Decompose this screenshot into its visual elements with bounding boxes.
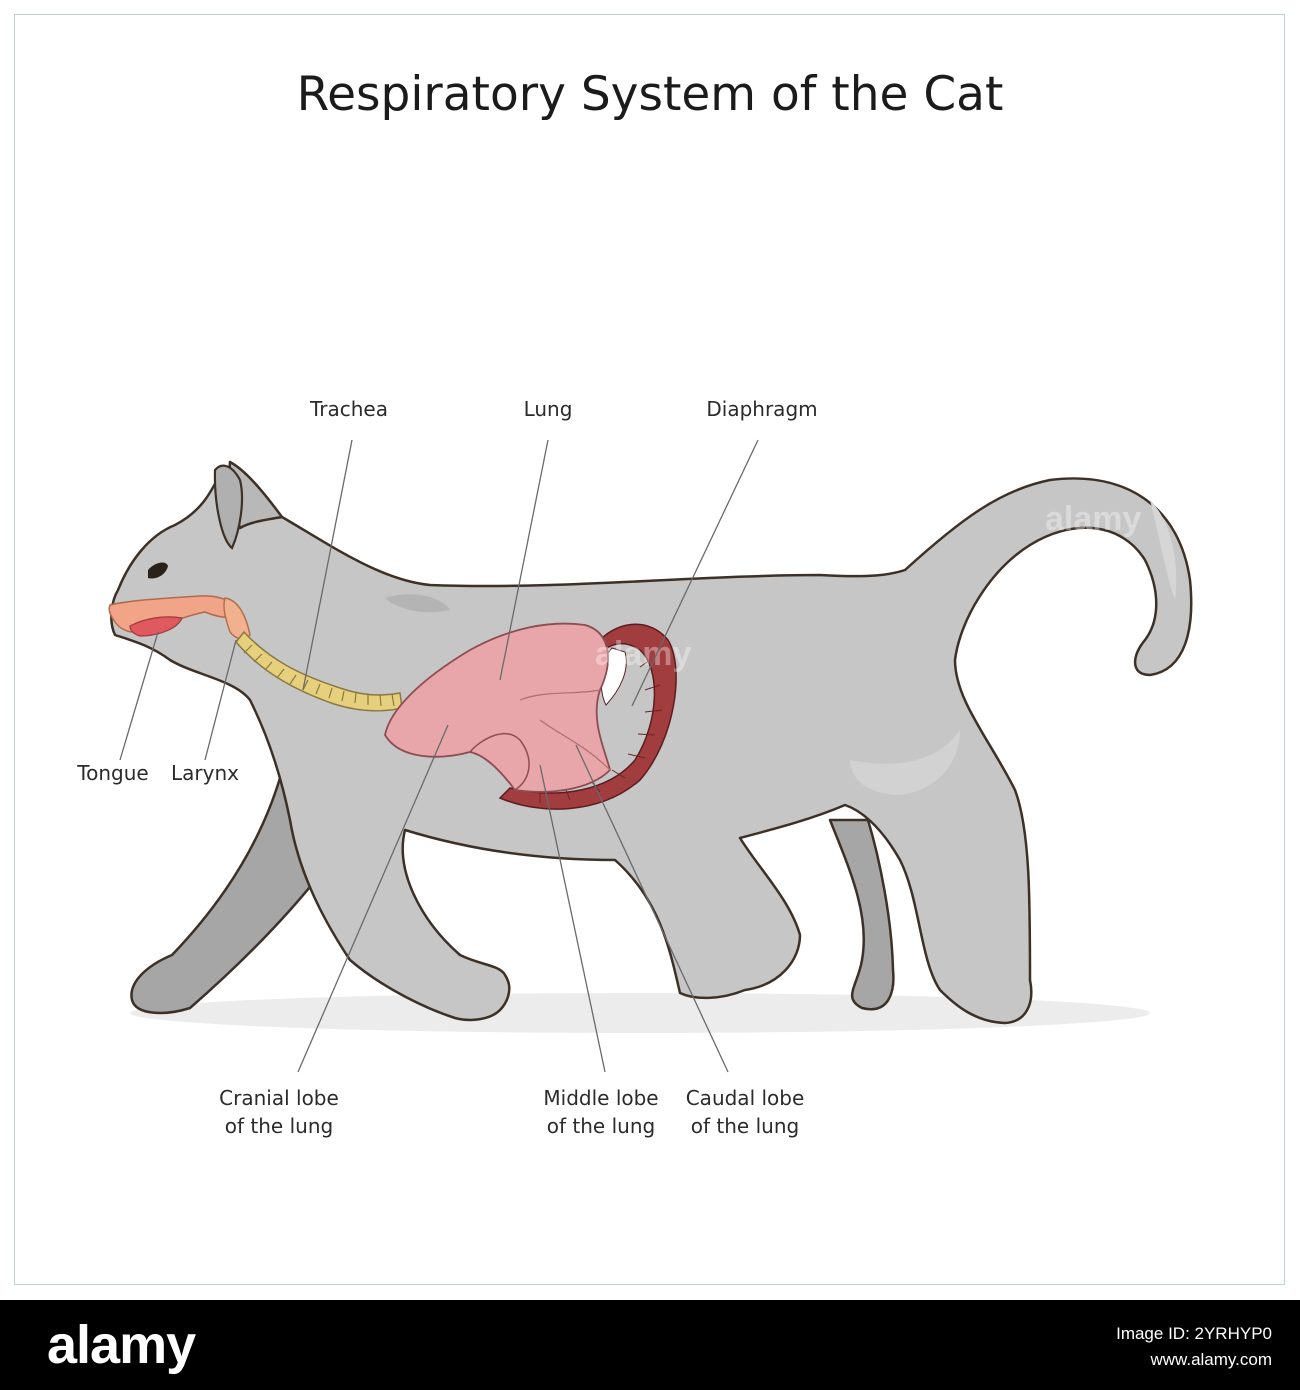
eye-icon: [148, 562, 168, 579]
svg-text:alamy: alamy: [595, 635, 691, 673]
label-trachea: Trachea: [309, 397, 388, 421]
leader-caudal: [575, 744, 729, 1073]
leader-trachea: [302, 439, 353, 691]
leader-lines: [119, 439, 759, 1073]
label-middle-lobe-line2: of the lung: [547, 1114, 655, 1138]
leader-larynx: [204, 639, 237, 761]
belly-highlight: [850, 730, 960, 795]
site-url[interactable]: www.alamy.com: [1150, 1350, 1272, 1369]
cat-respiratory-diagram: Respiratory System of the Cat: [76, 67, 1193, 1138]
label-larynx: Larynx: [171, 761, 239, 785]
alamy-logo[interactable]: alamy: [47, 1315, 196, 1375]
label-lung: Lung: [524, 397, 573, 421]
svg-text:alamy: alamy: [1045, 500, 1141, 538]
leader-diaphragm: [631, 439, 759, 707]
leader-tongue: [119, 631, 159, 761]
diagram-title: Respiratory System of the Cat: [297, 67, 1004, 122]
label-middle-lobe-line1: Middle lobe: [543, 1086, 658, 1110]
ground-shadow: [130, 993, 1150, 1033]
lung-icon: [384, 622, 611, 793]
leader-lung: [499, 439, 549, 681]
ear-icon: [213, 464, 244, 550]
label-cranial-lobe-line1: Cranial lobe: [219, 1086, 339, 1110]
tail-highlight: [1150, 500, 1177, 600]
mouth-cavity: [108, 595, 241, 637]
label-caudal-lobe-line1: Caudal lobe: [686, 1086, 805, 1110]
leader-middle: [539, 764, 606, 1073]
label-tongue: Tongue: [76, 761, 148, 785]
label-diaphragm: Diaphragm: [706, 397, 817, 421]
watermark-footer: alamy Image ID: 2YRHYP0 www.alamy.com: [0, 1300, 1300, 1390]
watermark: alamy alamy: [595, 500, 1141, 673]
tongue-icon: [129, 616, 183, 637]
label-caudal-lobe-line2: of the lung: [691, 1114, 799, 1138]
label-cranial-lobe-line2: of the lung: [225, 1114, 333, 1138]
labels: Trachea Lung Diaphragm Tongue Larynx Cra…: [76, 397, 817, 1138]
body-shading: [385, 594, 450, 613]
image-id: Image ID: 2YRHYP0: [1116, 1324, 1272, 1343]
leader-cranial: [297, 724, 449, 1073]
